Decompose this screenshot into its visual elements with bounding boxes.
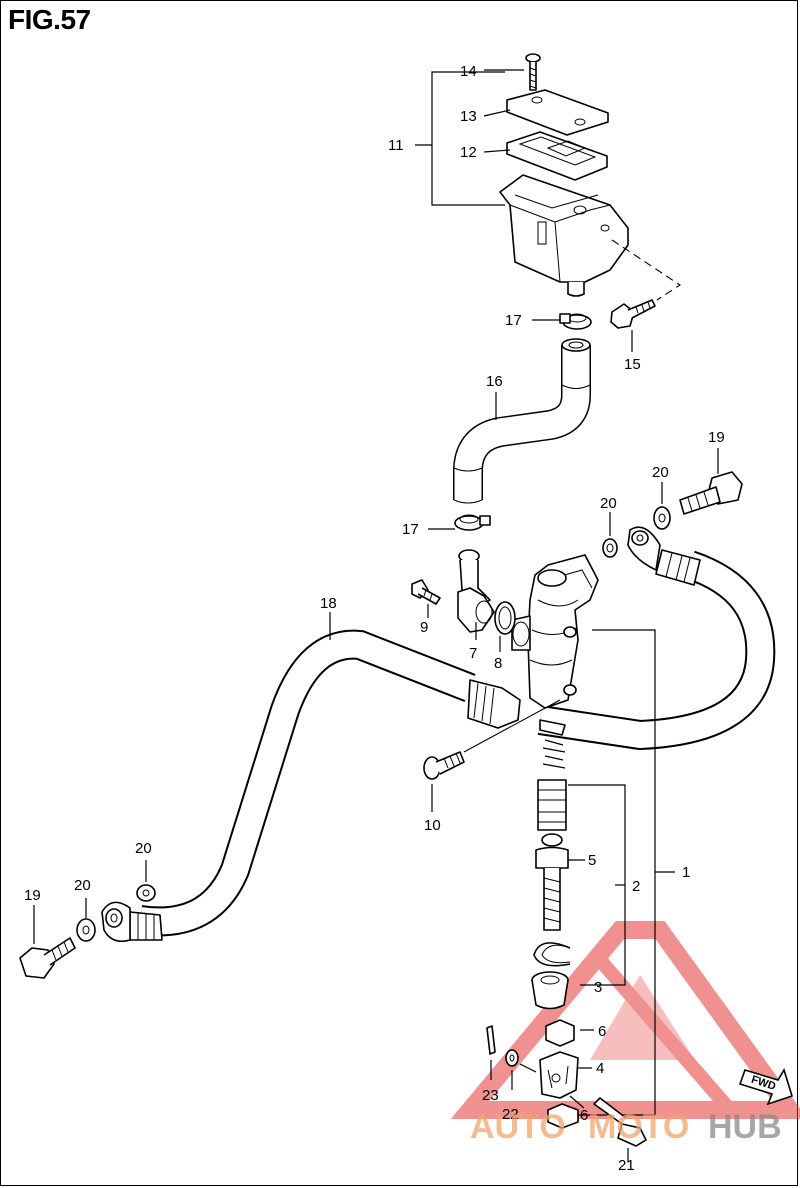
screw-14 [525,53,541,91]
nut-6-lower [547,1095,585,1129]
callout-6-upper: 6 [598,1023,606,1040]
callout-19-right: 19 [708,429,725,446]
banjo-bolt-19-right [679,448,743,515]
callout-11: 11 [388,137,404,154]
callout-9: 9 [420,619,428,636]
reservoir-hose-16 [453,338,591,504]
callout-22: 22 [502,1106,519,1123]
reservoir-assembly [415,53,682,352]
washer-20-right-inner [602,512,618,558]
watermark-text: AUTO MOTO HUB [470,1108,782,1146]
callout-17-lower: 17 [402,521,419,538]
clevis-pin-21 [593,1097,647,1162]
washer-20-left-inner [136,860,156,902]
callout-18: 18 [320,595,337,612]
hose-fitting-18 [467,679,521,729]
screw-9 [411,579,441,618]
o-ring-8 [494,601,516,652]
callout-19-left: 19 [24,887,41,904]
screw-15 [610,299,656,329]
callout-20-left-outer: 20 [74,877,91,894]
callout-7: 7 [469,645,477,662]
hose-clamp-17-upper [532,313,592,330]
callout-5: 5 [588,852,596,869]
diaphragm-12 [506,131,608,181]
callout-23: 23 [482,1087,499,1104]
washer-20-left-outer [76,898,96,942]
master-cylinder-body [511,554,675,1116]
callout-4: 4 [596,1060,604,1077]
figure-title: FIG.57 [8,4,91,35]
callout-14: 14 [460,63,477,80]
inlet-joint-7 [457,549,495,640]
callout-17-upper: 17 [505,312,522,329]
hose-fitting-left [101,901,163,943]
reservoir-cap-13 [506,89,609,136]
callout-20-left-inner: 20 [135,840,152,857]
watermark-auto: AUTO [470,1108,566,1146]
callout-15: 15 [624,356,641,373]
cotter-pin-23 [486,1025,496,1080]
callout-2: 2 [632,878,640,895]
callout-13: 13 [460,108,477,125]
washer-20-right-outer [653,482,671,530]
callout-20-right-inner: 20 [600,495,617,512]
callout-16: 16 [486,373,503,390]
watermark-hub: HUB [708,1108,782,1146]
callout-21: 21 [618,1157,635,1174]
callout-1: 1 [682,864,690,881]
callout-8: 8 [494,655,502,672]
callout-6-lower: 6 [580,1107,588,1124]
callout-20-right-outer: 20 [652,464,669,481]
reservoir-body-11 [499,174,629,297]
bolt-10 [423,699,561,812]
boot-3 [531,971,569,1010]
brake-hose-right [537,526,776,751]
banjo-bolt-19-left [19,905,76,979]
forward-direction-badge: FWD [738,1068,793,1106]
callout-3: 3 [594,979,602,996]
circlip [533,942,571,967]
master-cylinder-hose-18 [137,612,476,937]
callout-10: 10 [424,817,441,834]
piston-assembly [535,719,626,986]
watermark-moto: MOTO [588,1108,689,1146]
washer-22 [505,1049,537,1090]
hose-clamp-17-lower [428,514,491,531]
callout-12: 12 [460,144,477,161]
clevis-4 [539,1051,592,1099]
nut-6-upper [545,1019,594,1047]
